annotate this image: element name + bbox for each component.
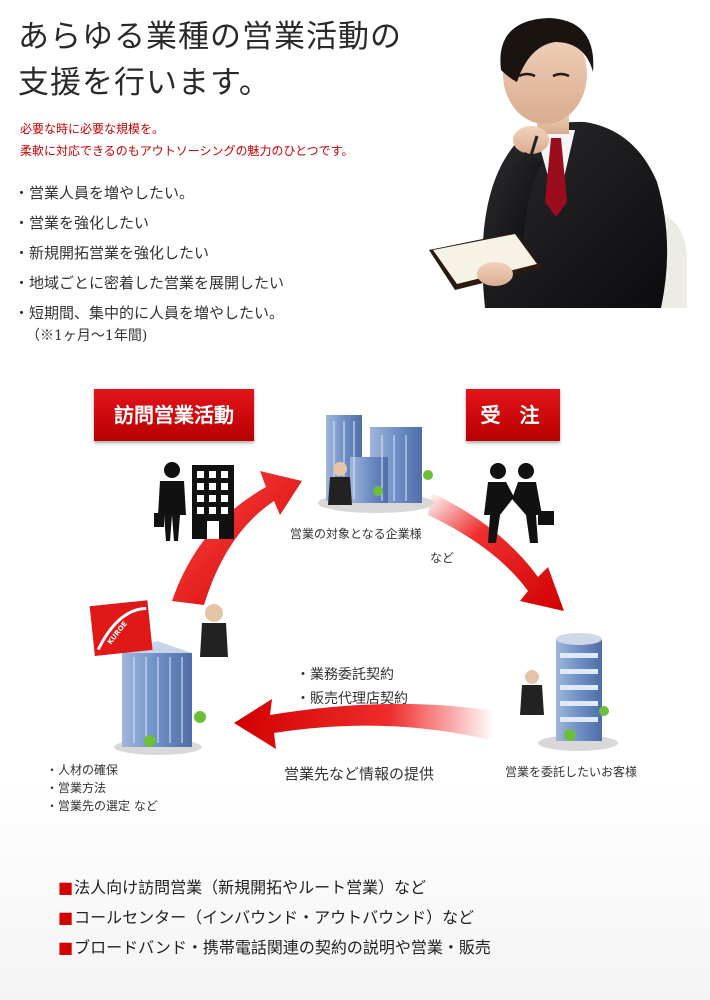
target-company-etc: など: [430, 551, 455, 565]
merit-item: 営業先の選定 など: [46, 797, 158, 815]
arrow-to-target: [172, 471, 302, 605]
office-pictogram: [192, 465, 234, 539]
agency-building: [114, 604, 228, 755]
tag-order: 受 注: [466, 389, 560, 441]
contract-item: 業務委託契約: [296, 663, 408, 687]
needs-list: 営業人員を増やしたい。 営業を強化したい 新規開拓営業を強化したい 地域ごとに密…: [14, 178, 434, 328]
needs-item: 地域ごとに密着した営業を展開したい: [14, 268, 434, 298]
target-company-label: 営業の対象となる企業様: [290, 527, 422, 541]
arrow-to-client: [428, 493, 564, 611]
needs-item: 営業を強化したい: [14, 208, 434, 238]
info-provision-label: 営業先など情報の提供: [284, 765, 435, 783]
merit-item: 人材の確保: [46, 761, 158, 779]
lead-text: 必要な時に必要な規模を。 柔軟に対応できるのもアウトソーシングの魅力のひとつです…: [20, 118, 460, 162]
tag-visit-sales: 訪問営業活動: [94, 389, 254, 441]
needs-item: 新規開拓営業を強化したい: [14, 238, 434, 268]
service-item: 法人向け訪問営業（新規開拓やルート営業）など: [58, 873, 491, 903]
title-line-2: 支援を行います。: [18, 65, 271, 101]
service-item: コールセンター（インバウンド・アウトバウンド）など: [58, 903, 491, 933]
service-list: 法人向け訪問営業（新規開拓やルート営業）など コールセンター（インバウンド・アウ…: [58, 873, 491, 963]
target-company-buildings: [318, 415, 434, 513]
lead-line-1: 必要な時に必要な規模を。: [20, 122, 165, 136]
lead-line-2: 柔軟に対応できるのもアウトソーシングの魅力のひとつです。: [20, 144, 354, 158]
client-building: [520, 633, 618, 751]
client-label: 営業を委託したいお客様: [505, 765, 638, 779]
contract-item: 販売代理店契約: [296, 687, 408, 711]
salesperson-pictogram: [154, 462, 186, 541]
needs-item: 営業人員を増やしたい。: [14, 178, 434, 208]
businessman-photo: [429, 18, 687, 308]
needs-note: （※1ヶ月〜1年間): [26, 328, 148, 344]
company-logo: [89, 600, 153, 656]
needs-item: 短期間、集中的に人員を増やしたい。: [14, 298, 434, 328]
merit-list: 人材の確保 営業方法 営業先の選定 など: [46, 761, 158, 815]
contract-list: 業務委託契約 販売代理店契約: [296, 663, 408, 711]
arrow-to-agency: [234, 699, 494, 749]
diagram-artwork: [89, 415, 618, 755]
service-item: ブロードバンド・携帯電話関連の契約の説明や営業・販売: [58, 933, 491, 963]
business-flow-diagram: 訪問営業活動 受 注 KUROE 営業の対象となる企業様 など 営業を委託したい…: [0, 365, 710, 845]
page-title: あらゆる業種の営業活動の 支援を行います。: [18, 14, 478, 106]
title-line-1: あらゆる業種の営業活動の: [18, 19, 402, 55]
handshake-pictogram: [484, 463, 554, 543]
merit-item: 営業方法: [46, 779, 158, 797]
